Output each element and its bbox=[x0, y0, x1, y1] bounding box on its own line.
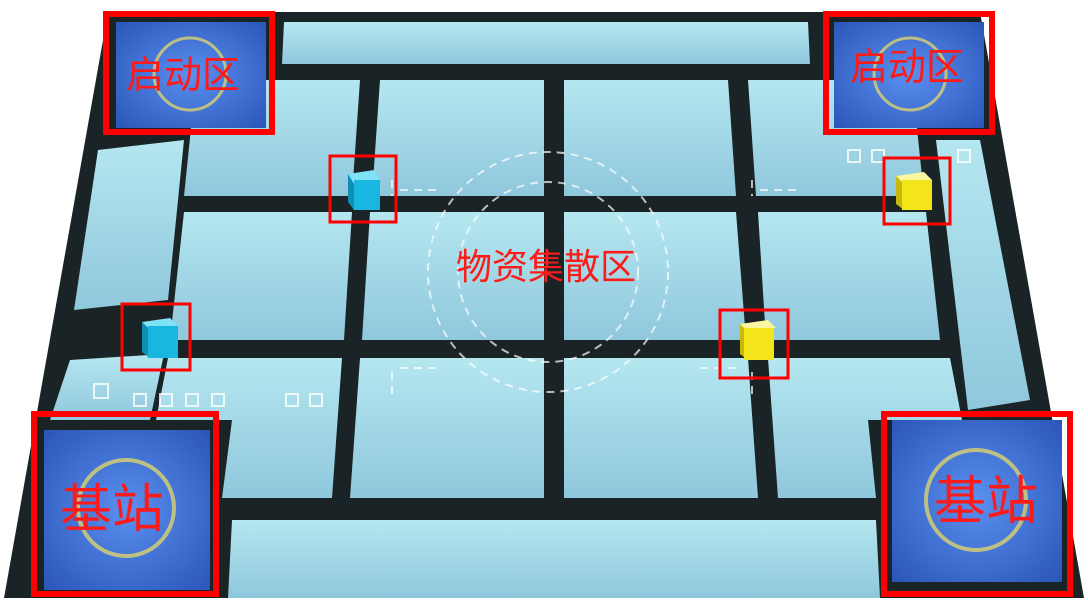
cube-yellow-right bbox=[896, 172, 932, 210]
base-right-label: 基站 bbox=[934, 472, 1039, 532]
start-left-highlight-box bbox=[103, 11, 275, 135]
base-pad-right bbox=[892, 420, 1062, 582]
start-pad-left bbox=[116, 22, 266, 128]
cube-yellow-right-highlight-box bbox=[882, 156, 952, 226]
base-right-highlight-box bbox=[881, 411, 1073, 597]
floor-squares bbox=[93, 149, 971, 407]
cube-cyan-top bbox=[348, 170, 380, 210]
cube-yellow-center-highlight-box bbox=[718, 308, 790, 380]
floor-decoration bbox=[391, 151, 800, 396]
base-left-label: 基站 bbox=[60, 480, 165, 540]
start-pad-right bbox=[834, 22, 984, 128]
start-right-highlight-box bbox=[823, 11, 995, 135]
start-zone-right-label: 启动区 bbox=[850, 45, 965, 89]
cube-yellow-center bbox=[740, 320, 776, 360]
base-pad-left bbox=[44, 430, 210, 590]
cube-cyan-left-highlight-box bbox=[120, 302, 192, 372]
start-zone-left-label: 启动区 bbox=[126, 53, 241, 97]
collection-zone-label: 物资集散区 bbox=[456, 247, 637, 288]
cube-cyan-top-highlight-box bbox=[328, 154, 398, 224]
cube-cyan-left bbox=[142, 318, 178, 358]
base-left-highlight-box bbox=[31, 411, 219, 597]
